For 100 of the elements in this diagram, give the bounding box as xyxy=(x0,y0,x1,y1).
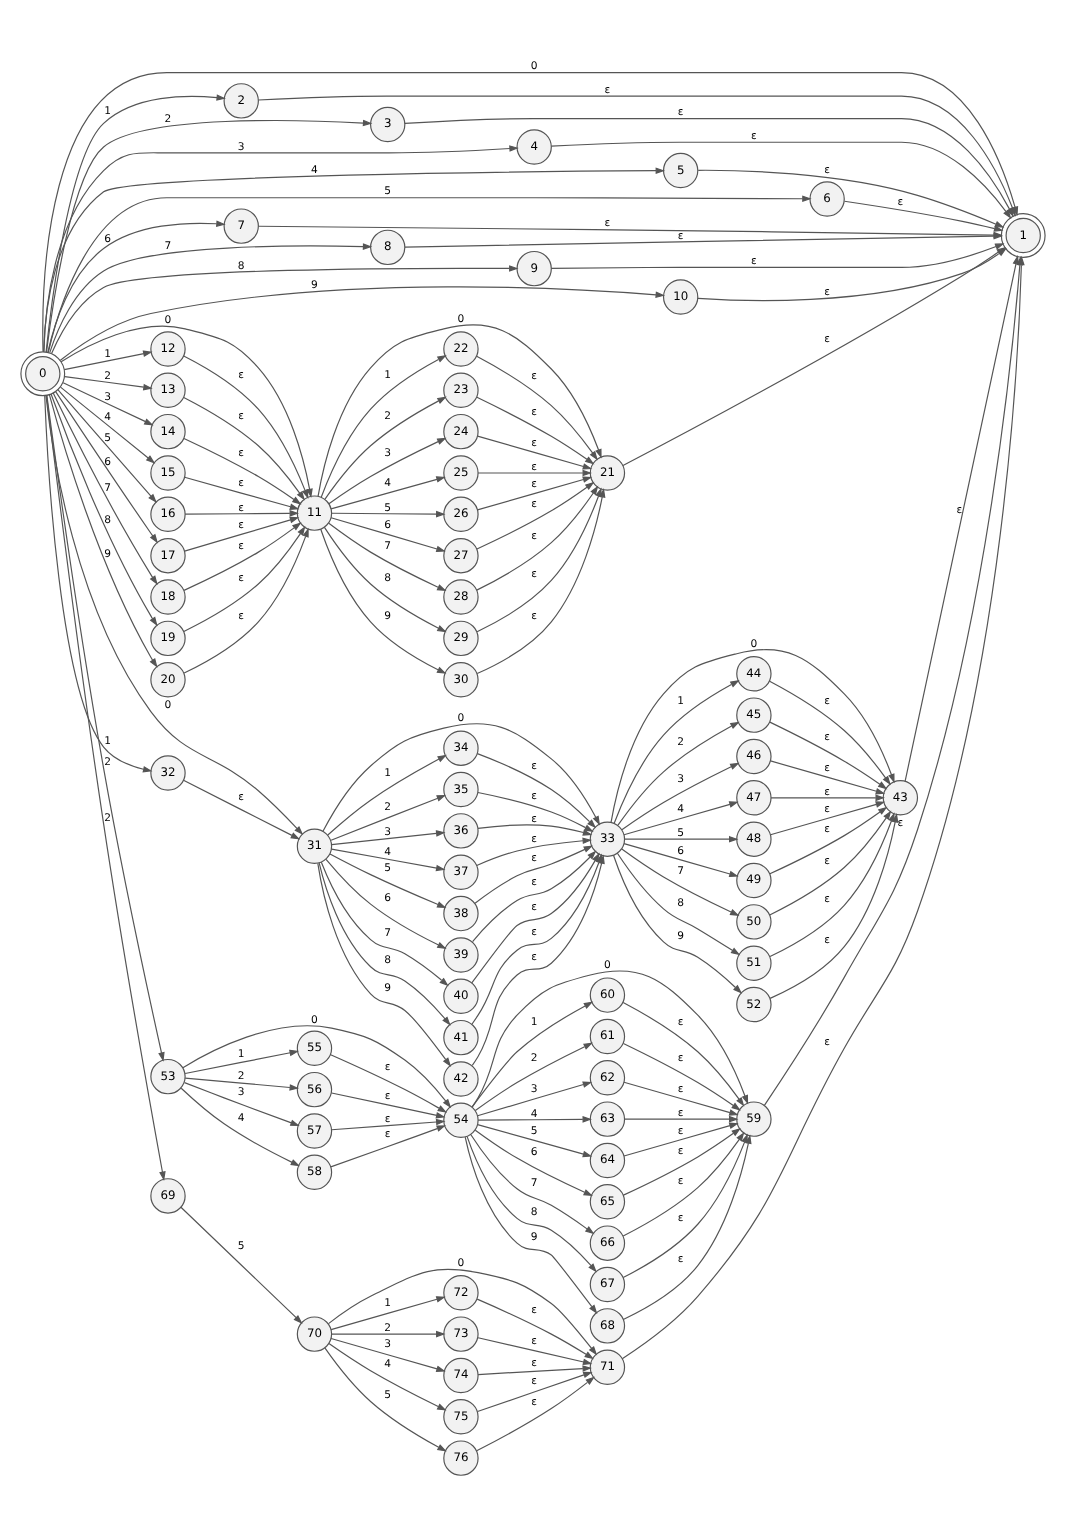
arrow xyxy=(45,119,373,353)
arrow xyxy=(329,853,447,909)
arrow xyxy=(51,265,519,355)
arrow xyxy=(328,1343,447,1411)
arrow xyxy=(331,848,446,872)
arrow xyxy=(769,810,892,916)
arrow xyxy=(472,850,597,943)
arrow xyxy=(331,1092,446,1119)
arrow xyxy=(60,325,313,499)
arrow xyxy=(477,1337,593,1366)
arrow xyxy=(471,970,749,1108)
arrow xyxy=(320,861,449,987)
arrow xyxy=(622,1127,741,1196)
arrow xyxy=(330,794,447,841)
arrow xyxy=(613,680,740,824)
arrow xyxy=(610,648,895,823)
arrow xyxy=(59,286,665,361)
arrow xyxy=(769,680,891,786)
arrow xyxy=(322,723,600,832)
arrow xyxy=(183,437,302,505)
arrow xyxy=(45,395,304,836)
arrow xyxy=(324,396,447,500)
arrow xyxy=(331,1118,446,1131)
arrow xyxy=(328,522,447,592)
arrow xyxy=(769,721,888,790)
arrow xyxy=(52,392,158,585)
arrow xyxy=(45,394,166,1181)
arrow xyxy=(476,396,595,465)
arrow xyxy=(182,1025,452,1109)
arrow xyxy=(623,801,739,836)
arrow xyxy=(331,830,446,846)
arrow xyxy=(476,1371,593,1413)
arrow xyxy=(184,476,300,510)
arrow xyxy=(477,824,593,836)
arrow xyxy=(477,1116,592,1123)
arrow xyxy=(470,1133,595,1235)
arrow xyxy=(327,754,447,836)
arrow xyxy=(49,243,373,354)
arrow xyxy=(44,395,153,773)
arrow xyxy=(57,389,157,504)
arrow xyxy=(317,862,452,1067)
arrow xyxy=(325,858,447,949)
arrow xyxy=(183,396,305,501)
arrow xyxy=(184,1049,299,1075)
arrow xyxy=(621,848,740,916)
arrow xyxy=(47,195,812,354)
arrow xyxy=(184,1077,300,1091)
arrow xyxy=(466,1136,597,1273)
arrow xyxy=(182,779,301,840)
arrow xyxy=(43,145,519,353)
arrow xyxy=(622,1134,752,1321)
arrow xyxy=(183,1082,300,1126)
arrow xyxy=(476,485,599,591)
arrow xyxy=(904,254,1020,782)
arrow xyxy=(184,510,300,517)
arrow xyxy=(476,355,598,461)
arrow xyxy=(477,469,592,477)
arrow xyxy=(320,355,447,498)
arrow xyxy=(697,169,1005,228)
arrow xyxy=(769,806,888,875)
arrow xyxy=(183,525,306,633)
arrow xyxy=(180,1087,301,1167)
arrow xyxy=(47,220,226,353)
arrow xyxy=(769,812,895,958)
arrow xyxy=(613,854,743,994)
arrow xyxy=(183,527,309,674)
arrow xyxy=(63,350,153,371)
arrow xyxy=(331,1330,446,1338)
arrow xyxy=(476,481,595,550)
arrow xyxy=(474,845,594,904)
arrow xyxy=(624,835,739,843)
arrow xyxy=(330,1054,447,1113)
arrow xyxy=(476,837,592,867)
arrow xyxy=(62,382,154,426)
arrow xyxy=(330,476,446,510)
arrow xyxy=(330,1337,446,1372)
arrow xyxy=(323,526,447,633)
arrow xyxy=(328,437,447,505)
arrow xyxy=(48,394,158,668)
arrow xyxy=(622,1133,748,1279)
arrow xyxy=(318,862,451,1026)
arrow xyxy=(183,355,309,499)
arrow xyxy=(623,1081,739,1116)
arrow xyxy=(320,528,447,674)
arrow xyxy=(464,1136,598,1315)
arrow xyxy=(476,488,606,675)
arrow xyxy=(621,762,740,831)
arrow xyxy=(180,1206,303,1324)
arrow xyxy=(184,516,300,552)
arrow xyxy=(471,1001,594,1108)
arrow xyxy=(476,1298,594,1360)
arrow xyxy=(769,812,899,999)
arrow xyxy=(476,1081,593,1117)
arrow xyxy=(624,1115,739,1123)
arrow xyxy=(623,843,739,878)
arrow xyxy=(330,517,446,552)
arrow xyxy=(622,1042,741,1111)
arrow xyxy=(769,801,886,836)
arrow xyxy=(324,1347,447,1452)
arrow xyxy=(64,375,153,391)
